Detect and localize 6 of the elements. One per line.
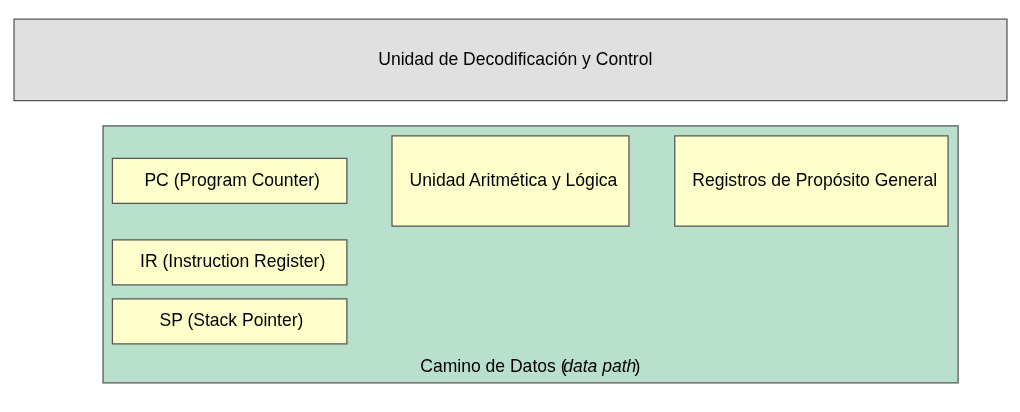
- node-box: Registros de Propósito General: [673, 135, 949, 227]
- node-box: IR (Instruction Register): [111, 239, 347, 286]
- node-box: PC (Program Counter): [111, 157, 347, 205]
- node-box: Unidad Aritmética y Lógica: [390, 135, 630, 227]
- node-box: Unidad de Decodificación y Control: [12, 18, 1008, 102]
- node-box: SP (Stack Pointer): [111, 298, 347, 345]
